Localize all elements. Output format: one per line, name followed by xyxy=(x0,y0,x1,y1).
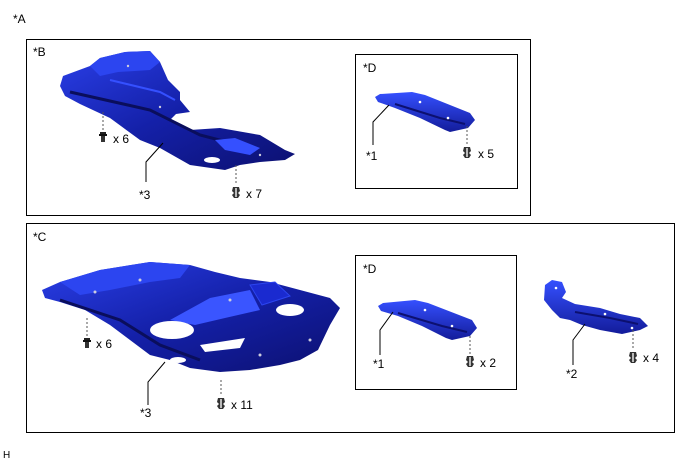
small-under-cover-part-1-top xyxy=(375,92,475,132)
callout-3-b: *3 xyxy=(139,188,151,202)
panel-d-top-label: *D xyxy=(363,61,377,75)
qty-clip-c: x 11 xyxy=(231,398,253,412)
callout-1-bottom: *1 xyxy=(373,357,385,371)
qty-bolt-c: x 6 xyxy=(96,337,113,351)
small-under-cover-part-1-bottom xyxy=(378,300,477,340)
panel-c-label: *C xyxy=(33,230,47,244)
qty-clip-d-top: x 5 xyxy=(478,147,495,161)
callout-3-c: *3 xyxy=(140,406,152,420)
figure-label: *A xyxy=(13,12,26,26)
panel-d-top xyxy=(355,54,518,189)
qty-clip-extra: x 4 xyxy=(643,351,660,365)
qty-bolt-b: x 6 xyxy=(113,132,130,146)
panel-d-bottom xyxy=(355,255,517,390)
callout-1-top: *1 xyxy=(366,149,378,163)
panel-b xyxy=(26,39,531,216)
callout-2: *2 xyxy=(566,367,578,381)
panel-d-bottom-label: *D xyxy=(363,262,377,276)
panel-c xyxy=(26,223,675,433)
footer-code: H xyxy=(3,450,11,461)
qty-clip-d-bottom: x 2 xyxy=(480,356,497,370)
engine-under-cover-part-c xyxy=(42,262,340,372)
qty-clip-b: x 7 xyxy=(246,187,263,201)
under-cover-part-2 xyxy=(544,280,648,334)
panel-b-label: *B xyxy=(33,45,46,59)
engine-under-cover-part-b xyxy=(60,51,295,170)
